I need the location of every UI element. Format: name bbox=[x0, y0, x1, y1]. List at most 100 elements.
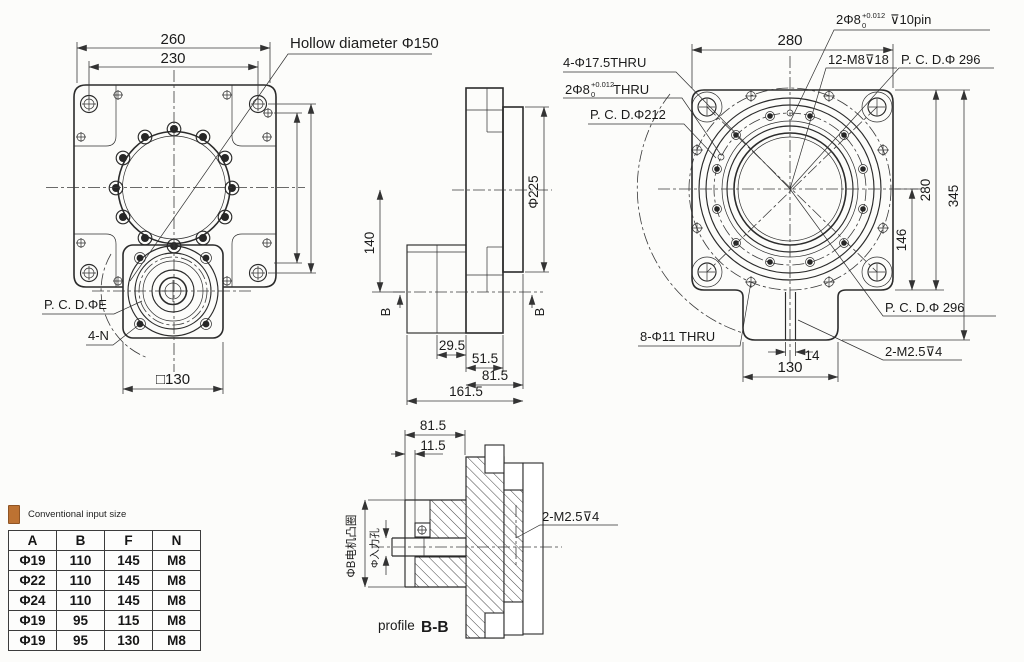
pin-label-prefix: 2Φ8 bbox=[836, 12, 861, 27]
front-dim-260: 260 bbox=[76, 31, 271, 83]
accent-swatch bbox=[8, 505, 20, 524]
section-dims: 81.5 11.5 ΦB电机凸圈 Φ入力孔 2-M2.5⊽4 bbox=[344, 418, 618, 588]
front-dims-right bbox=[268, 103, 316, 274]
pcd296-bottom-label: P. C. D.Φ 296 bbox=[885, 300, 965, 315]
dim-140: 140 bbox=[362, 232, 377, 255]
m25-label-back: 2-M2.5⊽4 bbox=[885, 344, 942, 359]
section-name: B-B bbox=[421, 619, 449, 636]
front-centerlines bbox=[46, 70, 305, 372]
table-row: Φ24 110 145 M8 bbox=[8, 590, 201, 611]
section-step-bottom bbox=[484, 612, 505, 639]
dim-81-5-section: 81.5 bbox=[420, 418, 446, 433]
front-dim-230: 230 bbox=[88, 50, 259, 98]
dim-29-5: 29.5 bbox=[439, 338, 465, 353]
col-header: F bbox=[104, 530, 153, 551]
phi11-label: 8-Φ11 THRU bbox=[640, 329, 715, 344]
table-title: Conventional input size bbox=[28, 509, 127, 520]
table-cell: 145 bbox=[104, 550, 153, 571]
dim-280-right: 280 bbox=[918, 179, 933, 202]
section-arrow-b-left: B bbox=[378, 308, 393, 317]
section-centerlines bbox=[372, 505, 562, 568]
front-corner-holes bbox=[79, 94, 268, 283]
table-cell: 110 bbox=[56, 590, 105, 611]
table-cell: M8 bbox=[152, 570, 201, 591]
profile-label: profile bbox=[378, 618, 415, 633]
side-view: B B 140 Φ225 29.5 51.5 81.5 161. bbox=[362, 87, 552, 405]
table-cell: Φ24 bbox=[8, 590, 57, 611]
table-cell: Φ19 bbox=[8, 630, 57, 651]
table-cell: 95 bbox=[56, 610, 105, 631]
dim-11-5: 11.5 bbox=[420, 438, 445, 453]
pin-tol-sup: +0.012 bbox=[862, 11, 885, 20]
table-cell: 110 bbox=[56, 550, 105, 571]
section-step-top bbox=[484, 444, 505, 474]
col-header: N bbox=[152, 530, 201, 551]
input-size-table: A B F N Φ19 110 145 M8 Φ22 110 145 M8 Φ2… bbox=[8, 530, 201, 651]
side-centerlines bbox=[393, 189, 552, 293]
table-cell: M8 bbox=[152, 610, 201, 631]
corner-holes-label: 4-Φ17.5THRU bbox=[563, 55, 646, 70]
pin-thru-sub: 0 bbox=[591, 90, 595, 99]
section-view: 81.5 11.5 ΦB电机凸圈 Φ入力孔 2-M2.5⊽4 profile B… bbox=[344, 418, 618, 639]
table-cell: 145 bbox=[104, 570, 153, 591]
col-header: B bbox=[56, 530, 105, 551]
dim-260: 260 bbox=[160, 31, 185, 48]
table-row: Φ19 95 115 M8 bbox=[8, 610, 201, 631]
back-dims: 280 146 280 345 14 130 bbox=[691, 32, 970, 382]
back-plate-outline bbox=[691, 89, 894, 341]
pin-thru-prefix: 2Φ8 bbox=[565, 82, 590, 97]
section-body bbox=[465, 456, 505, 639]
pcd296-top-label: P. C. D.Φ 296 bbox=[901, 52, 981, 67]
back-pin-holes bbox=[717, 109, 794, 161]
table-title-row: Conventional input size bbox=[8, 505, 126, 524]
dim-345: 345 bbox=[946, 185, 961, 208]
table-cell: Φ19 bbox=[8, 610, 57, 631]
hollow-diameter-label: Hollow diameter Φ150 bbox=[290, 35, 439, 52]
m8-label: 12-M8⊽18 bbox=[828, 52, 889, 67]
table-cell: 145 bbox=[104, 590, 153, 611]
front-dim-square130: □130 bbox=[122, 342, 224, 394]
table-row: Φ19 95 130 M8 bbox=[8, 630, 201, 651]
side-bottom-dims: 29.5 51.5 81.5 161.5 bbox=[406, 274, 524, 405]
dim-phi225: Φ225 bbox=[526, 175, 541, 208]
dim-51-5: 51.5 bbox=[472, 351, 498, 366]
side-detail-lines bbox=[407, 88, 503, 333]
front-plate-outline bbox=[73, 84, 277, 288]
table-cell: 110 bbox=[56, 570, 105, 591]
m25-label-section: 2-M2.5⊽4 bbox=[542, 509, 599, 524]
dim-81-5: 81.5 bbox=[482, 368, 508, 383]
motor-boss-label: ΦB电机凸圈 bbox=[344, 515, 358, 578]
pin-thru-sup: +0.012 bbox=[591, 80, 614, 89]
front-motor-flange bbox=[100, 244, 224, 359]
dim-146: 146 bbox=[894, 229, 909, 252]
front-small-holes bbox=[76, 90, 273, 286]
dim-280-top: 280 bbox=[777, 32, 802, 49]
section-output-plate bbox=[522, 462, 544, 635]
pcd-e-label: P. C. D.ΦE bbox=[44, 297, 107, 312]
back-labels: 2Φ8 +0.012 0 ⊽10pin 4-Φ17.5THRU 2Φ8 +0.0… bbox=[563, 11, 981, 359]
pin-tol-sub: 0 bbox=[862, 21, 866, 30]
table-cell: M8 bbox=[152, 590, 201, 611]
4n-label: 4-N bbox=[88, 328, 109, 343]
dim-161-5: 161.5 bbox=[449, 384, 483, 399]
side-flange-disc bbox=[502, 106, 524, 273]
back-tab-holes bbox=[784, 292, 797, 340]
pin-label-suffix: ⊽10pin bbox=[890, 12, 931, 27]
side-motor-block bbox=[406, 244, 467, 334]
dim-130-tab: 130 bbox=[777, 359, 802, 376]
table-cell: 95 bbox=[56, 630, 105, 651]
table-cell: Φ19 bbox=[8, 550, 57, 571]
section-arrows: B B bbox=[378, 294, 547, 317]
hollow-leader bbox=[129, 53, 432, 282]
front-phantom-arc bbox=[100, 253, 149, 359]
pcd212-label: P. C. D.Φ212 bbox=[590, 107, 666, 122]
front-labels: P. C. D.ΦE 4-N bbox=[42, 297, 143, 346]
table-row: Φ22 110 145 M8 bbox=[8, 570, 201, 591]
dim-230: 230 bbox=[160, 50, 185, 67]
table-cell: M8 bbox=[152, 630, 201, 651]
col-header: A bbox=[8, 530, 57, 551]
side-dim-225: Φ225 bbox=[525, 106, 549, 273]
side-dim-140: 140 bbox=[362, 189, 405, 293]
section-motor-boss bbox=[391, 499, 467, 588]
